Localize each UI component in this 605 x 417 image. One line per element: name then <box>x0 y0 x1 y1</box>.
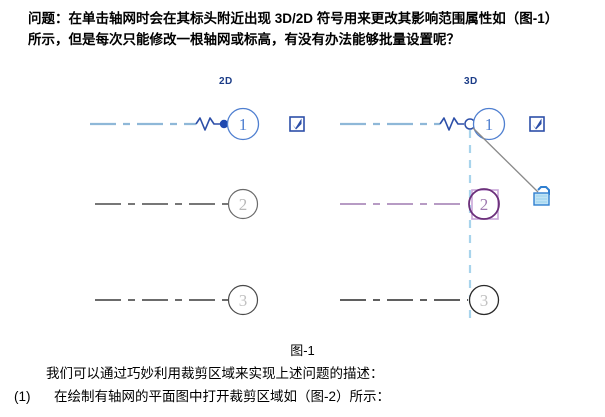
grid-bubble-3-right[interactable] <box>468 284 500 316</box>
grid-bubble-1-left-label: 1 <box>239 115 248 134</box>
grid-bubble-1-left[interactable] <box>226 107 260 141</box>
gridline-1-left[interactable]: 1 <box>90 107 260 141</box>
body-text-line-1: 我们可以通过巧妙利用裁剪区域来实现上述问题的描述： <box>46 366 384 381</box>
gridline-3-right[interactable]: 3 <box>340 284 500 316</box>
body-text-line-2: (1) 在绘制有轴网的平面图中打开裁剪区域如（图-2）所示： <box>14 387 390 407</box>
grid-bubble-2-right[interactable] <box>468 188 500 220</box>
grid-bubble-2-right-label: 2 <box>480 195 489 214</box>
grid-bubble-1-right[interactable] <box>472 107 506 141</box>
grid-bubble-3-right-label: 3 <box>480 291 489 310</box>
gridline-2-left[interactable]: 2 <box>95 188 259 220</box>
checkbox-2d-check-icon <box>292 118 302 130</box>
gridline-1-right[interactable]: 1 <box>340 107 506 141</box>
endpoint-grip-dot-left[interactable] <box>219 119 229 129</box>
gridline-2-right[interactable]: 2 <box>340 188 500 220</box>
list-item-text: 在绘制有轴网的平面图中打开裁剪区域如（图-2）所示： <box>54 389 391 404</box>
gridline-3-left[interactable]: 3 <box>95 284 259 316</box>
lock-shackle-icon <box>537 186 550 195</box>
lock-leader-line <box>472 127 539 193</box>
mode-label-3d[interactable]: 3D <box>464 76 478 87</box>
grid-bubble-3-left[interactable] <box>227 284 259 316</box>
checkbox-2d[interactable] <box>289 116 305 132</box>
checkbox-3d[interactable] <box>529 116 545 132</box>
checkbox-2d-box <box>289 116 305 132</box>
checkbox-3d-box <box>529 116 545 132</box>
list-item-number: (1) <box>14 389 31 404</box>
lock-icon[interactable] <box>533 186 550 206</box>
figure-1-diagram: 2D 3D 1 1 <box>0 68 605 338</box>
checkbox-3d-check-icon <box>532 118 542 130</box>
lock-body-lines <box>536 195 547 203</box>
grid-bubble-3-left-label: 3 <box>239 291 248 310</box>
question-line-2: 所示，但是每次只能修改一根轴网或标高，有没有办法能够批量设置呢？ <box>28 32 460 47</box>
figure-caption: 图-1 <box>290 343 315 358</box>
grid-canvas: 1 1 <box>90 107 550 320</box>
grid-bubble-1-right-label: 1 <box>485 115 494 134</box>
break-symbol-icon-right <box>439 117 464 131</box>
mode-label-2d[interactable]: 2D <box>219 76 233 87</box>
question-line-1: 问题：在单击轴网时会在其标头附近出现 3D/2D 符号用来更改其影响范围属性如（… <box>28 11 559 26</box>
grid-bubble-2-left[interactable] <box>227 188 259 220</box>
break-symbol-icon-left <box>195 117 220 131</box>
grid-bubble-2-left-label: 2 <box>239 195 248 214</box>
question-paragraph: 问题：在单击轴网时会在其标头附近出现 3D/2D 符号用来更改其影响范围属性如（… <box>28 8 588 50</box>
